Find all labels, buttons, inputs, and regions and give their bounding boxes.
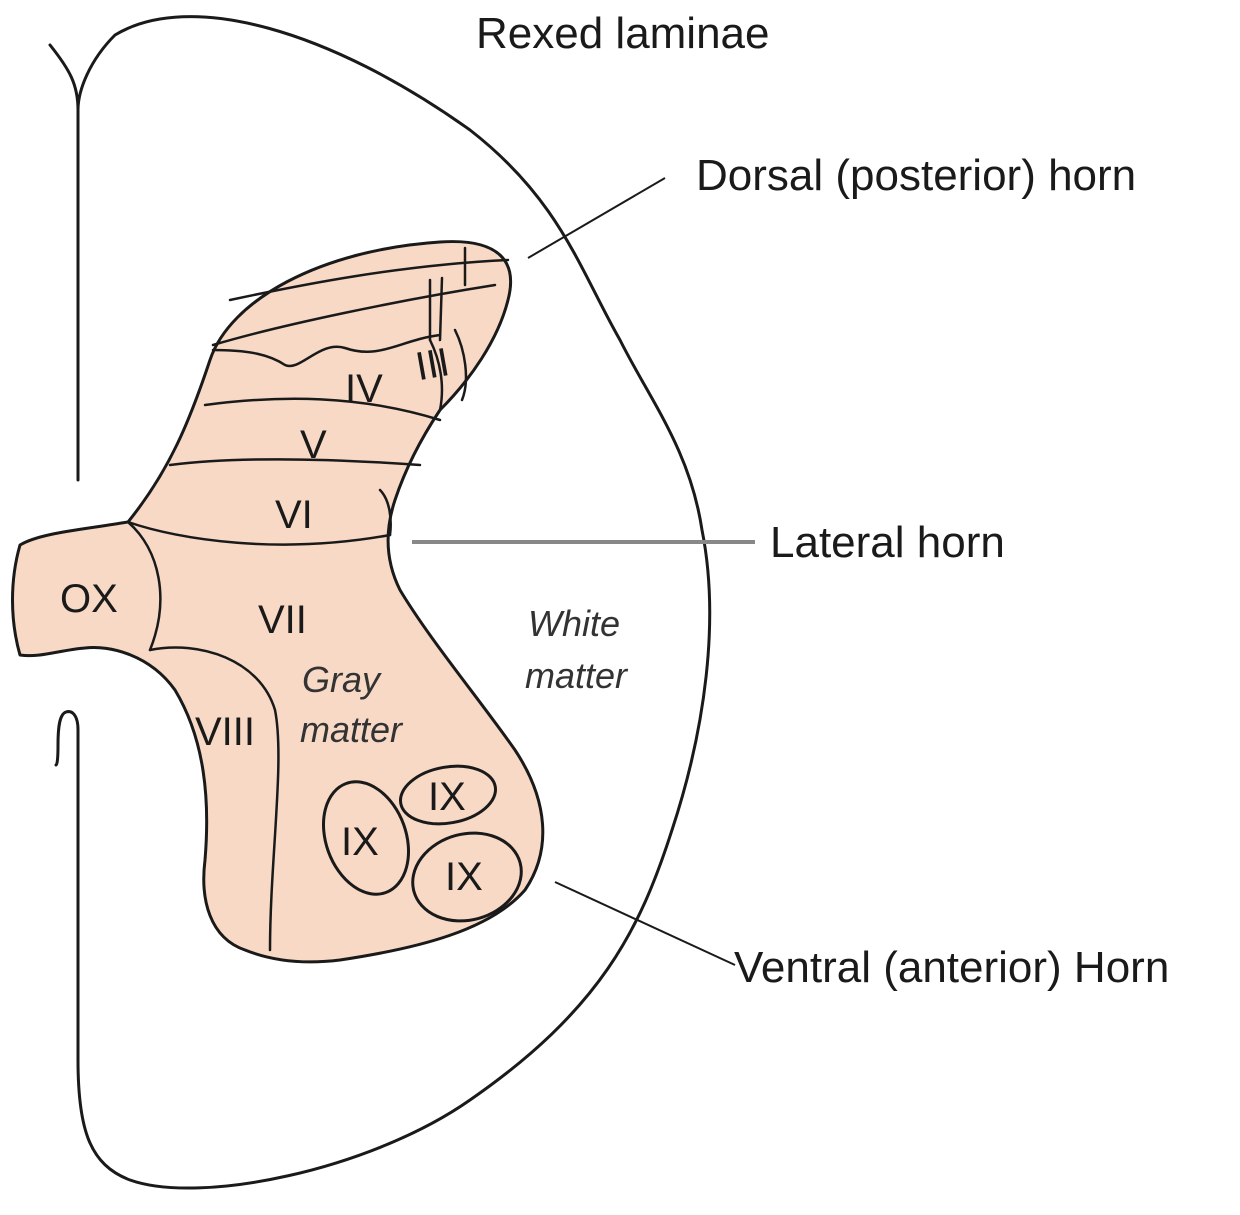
white-matter-label-line2: matter xyxy=(525,655,629,696)
lamina-ix-label-3: IX xyxy=(445,855,483,899)
dorsal-horn-leader xyxy=(528,178,665,258)
lamina-v-label: V xyxy=(300,423,327,467)
lamina-iv-label: IV xyxy=(345,367,383,411)
ventral-horn-callout: Ventral (anterior) Horn xyxy=(734,943,1169,992)
lamina-viii-label: VIII xyxy=(195,710,255,754)
lamina-vii-label: VII xyxy=(258,598,307,642)
lamina-vi-label: VI xyxy=(275,493,313,537)
lamina-ix-label-2: IX xyxy=(428,775,466,819)
gray-matter-label-line2: matter xyxy=(300,709,404,750)
lateral-horn-callout: Lateral horn xyxy=(770,518,1005,567)
dorsal-horn-callout: Dorsal (posterior) horn xyxy=(696,151,1136,200)
lamina-ox-label: OX xyxy=(60,577,118,621)
white-matter-label-line1: White xyxy=(528,603,620,644)
gray-matter-label-line1: Gray xyxy=(302,659,382,700)
ventral-horn-leader xyxy=(555,882,735,965)
diagram-title: Rexed laminae xyxy=(476,9,770,58)
lamina-ix-label-1: IX xyxy=(341,820,379,864)
